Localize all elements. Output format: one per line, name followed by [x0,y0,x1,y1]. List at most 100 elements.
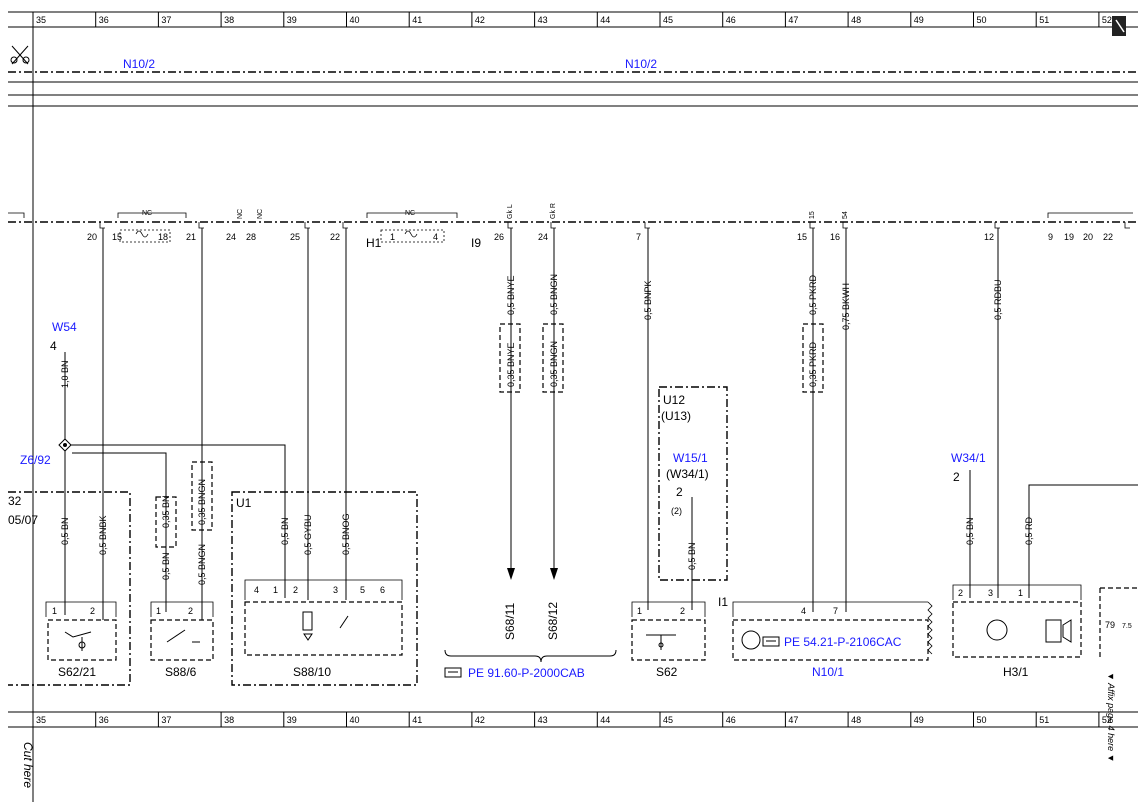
svg-text:22: 22 [1103,232,1113,242]
label-s88-10: S88/10 [293,665,331,679]
pin-tag: Gk R [550,203,557,219]
ruler-number: 50 [977,715,987,725]
svg-text:0,75 BKWH: 0,75 BKWH [841,283,851,330]
bottom-ruler [8,711,1138,728]
ruler-number: 37 [161,15,171,25]
ruler-number: 48 [851,15,861,25]
label-u1: U1 [236,496,252,510]
ruler-number: 52 [1102,715,1112,725]
svg-text:2: 2 [680,606,685,616]
svg-text:3: 3 [988,588,993,598]
pointing-hand-icon [762,636,780,647]
component-frames [8,386,728,686]
label-h3-1: H3/1 [1003,665,1029,679]
svg-text:0,5 BNOG: 0,5 BNOG [341,513,351,555]
ruler-number: 45 [663,15,673,25]
svg-text:0,5 BN: 0,5 BN [965,517,975,545]
ruler-number: 35 [36,15,46,25]
transistor-icon [741,619,1072,650]
connector-h1: H1 [366,236,382,250]
svg-text:1: 1 [52,606,57,616]
fuse-icon [135,230,149,238]
svg-text:24: 24 [226,232,236,242]
nc-label: NC [405,210,415,217]
svg-text:0,35 BN: 0,35 BN [161,495,171,528]
ruler-number: 45 [663,715,673,725]
scissors-icon [10,45,30,65]
svg-text:U12: U12 [663,393,685,407]
ruler-number: 41 [412,715,422,725]
ref-pe-91: PE 91.60-P-2000CAB [468,666,585,680]
nc-label: NC [142,210,152,217]
svg-text:4: 4 [254,585,259,595]
label-s68-11: S68/11 [503,603,517,640]
svg-text:2: 2 [188,606,193,616]
ruler-number: 52 [1102,15,1112,25]
connector-pin-marks [99,222,1130,229]
ruler-number: 42 [475,715,485,725]
svg-text:0,5 BNGN: 0,5 BNGN [549,274,559,315]
fuse-box [380,229,445,243]
corner-tab-icon [1112,16,1126,36]
nc-label: NC [257,209,264,219]
ruler-number: 49 [914,715,924,725]
svg-text:1: 1 [637,606,642,616]
bus-label-right: N10/2 [625,57,657,71]
component-labels: W54 4 Z6/92 32 05/07 U1 S62/21 S88/6 S88… [8,320,1132,680]
switch-icon [64,631,92,651]
label-n10-1: N10/1 [812,665,844,679]
svg-text:0,35 BNYE: 0,35 BNYE [506,342,516,387]
ruler-number: 49 [914,15,924,25]
svg-text:05/07: 05/07 [8,513,38,527]
svg-text:24: 24 [538,232,548,242]
label-s88-6: S88/6 [165,665,197,679]
svg-text:0,5 BNBK: 0,5 BNBK [98,515,108,555]
ruler-number: 43 [538,715,548,725]
wire-label-boxes [155,323,824,548]
ruler-number: 43 [538,15,548,25]
switch-icon [166,629,200,643]
svg-text:32: 32 [8,494,22,508]
svg-text:4: 4 [433,232,438,242]
svg-text:7.5: 7.5 [1122,623,1132,630]
svg-text:20: 20 [1083,232,1093,242]
ruler-number: 42 [475,15,485,25]
ruler-number: 36 [99,715,109,725]
svg-text:I1: I1 [718,595,728,609]
svg-text:0,5 BNPK: 0,5 BNPK [643,280,653,320]
svg-text:(W34/1): (W34/1) [666,467,709,481]
svg-text:0,35 PKRD: 0,35 PKRD [808,341,818,387]
label-s62: S62 [656,665,678,679]
svg-text:22: 22 [330,232,340,242]
svg-text:2: 2 [953,470,960,484]
svg-text:4: 4 [50,339,57,353]
affix-note: ▼ Affix page 4 here ▼ [1106,672,1116,763]
pin-tag: Gk L [507,204,514,219]
arrow-icon [550,568,558,580]
svg-text:20: 20 [87,232,97,242]
svg-text:15: 15 [112,232,122,242]
ruler-number: 47 [788,15,798,25]
svg-text:7: 7 [833,606,838,616]
label-s68-12: S68/12 [546,602,560,640]
ruler-number: 46 [726,715,736,725]
connector-i9: I9 [471,236,481,250]
svg-text:0,5 BNYE: 0,5 BNYE [506,275,516,315]
pin-numbers: 20 15 18 21 24 28 25 22 1 4 26 24 7 15 1… [87,232,1113,242]
ruler-number: 50 [977,15,987,25]
svg-text:25: 25 [290,232,300,242]
ruler-number: 47 [788,715,798,725]
svg-text:0,5 RD: 0,5 RD [1024,516,1034,545]
svg-text:4: 4 [801,606,806,616]
ruler-number: 51 [1039,15,1049,25]
svg-text:1,0 BN: 1,0 BN [60,360,70,388]
svg-text:18: 18 [158,232,168,242]
top-ruler [8,11,1138,28]
svg-text:0,5 BN: 0,5 BN [687,542,697,570]
ruler-number: 36 [99,15,109,25]
svg-text:15: 15 [797,232,807,242]
ruler-number: 35 [36,715,46,725]
svg-text:W15/1: W15/1 [673,451,708,465]
svg-text:0,5 GYBU: 0,5 GYBU [303,514,313,555]
